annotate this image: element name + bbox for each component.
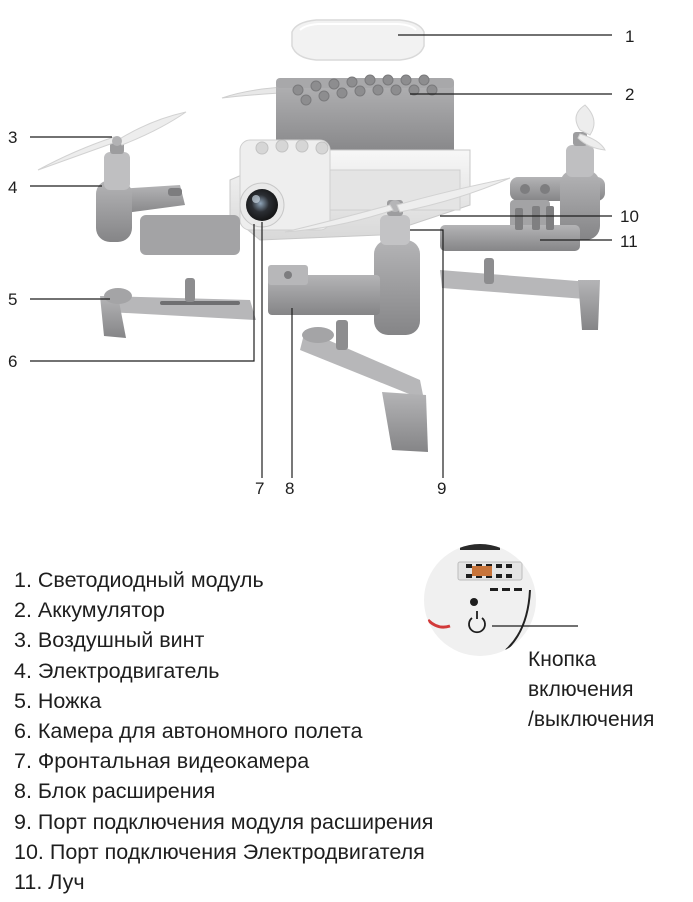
leg-left	[100, 278, 256, 338]
propeller-right-rear	[575, 104, 606, 151]
motor-front	[374, 200, 420, 335]
legend-item: 1. Светодиодный модуль	[14, 568, 264, 592]
parts-legend: 1. Светодиодный модуль 2. Аккумулятор 3.…	[14, 565, 433, 897]
caption-line: /выключения	[528, 708, 655, 731]
legend-item: 6. Камера для автономного полета	[14, 719, 363, 744]
power-button-inset	[424, 544, 578, 656]
callout-11: 11	[620, 232, 638, 251]
callout-9: 9	[437, 479, 446, 498]
leg-right	[440, 258, 600, 330]
legend-item: 11. Луч	[14, 870, 85, 895]
callout-7: 7	[255, 479, 264, 498]
legend-item: 8. Блок расширения	[14, 779, 216, 804]
beam-right	[440, 206, 580, 251]
callout-8: 8	[285, 479, 294, 498]
propeller-front	[284, 177, 511, 233]
leader-lines	[30, 34, 612, 478]
legend-item: 7. Фронтальная видеокамера	[14, 749, 310, 774]
motor-left	[104, 140, 130, 190]
callout-2: 2	[625, 85, 634, 104]
drone-exploded-diagram: 1 2 3 4 5 6 7 8 9 10 11	[8, 19, 639, 498]
power-icon	[468, 617, 486, 634]
legend-item: 2. Аккумулятор	[14, 598, 165, 623]
callout-6: 6	[8, 352, 17, 371]
callout-numbers: 1 2 3 4 5 6 7 8 9 10 11	[8, 27, 639, 498]
caption-line: включения	[528, 678, 634, 701]
expansion-block	[268, 265, 380, 315]
callout-10: 10	[620, 207, 639, 226]
callout-4: 4	[8, 178, 17, 197]
leg-front	[300, 320, 428, 452]
legend-item: 9. Порт подключения модуля расширения	[14, 809, 434, 834]
led-module	[291, 19, 425, 61]
legend-item: 4. Электродвигатель	[14, 658, 220, 683]
front-camera	[239, 182, 285, 228]
arm-left-rear	[96, 180, 240, 255]
legend-item: 5. Ножка	[14, 688, 102, 713]
caption-line: Кнопка	[528, 648, 597, 671]
battery	[221, 74, 454, 156]
callout-1: 1	[625, 27, 634, 46]
propeller-left	[37, 111, 187, 171]
callout-5: 5	[8, 290, 17, 309]
legend-item: 3. Воздушный винт	[14, 628, 205, 653]
legend-item: 10. Порт подключения Электродвигателя	[14, 839, 425, 864]
power-button-caption: Кнопка включения /выключения	[528, 645, 688, 735]
callout-3: 3	[8, 128, 17, 147]
